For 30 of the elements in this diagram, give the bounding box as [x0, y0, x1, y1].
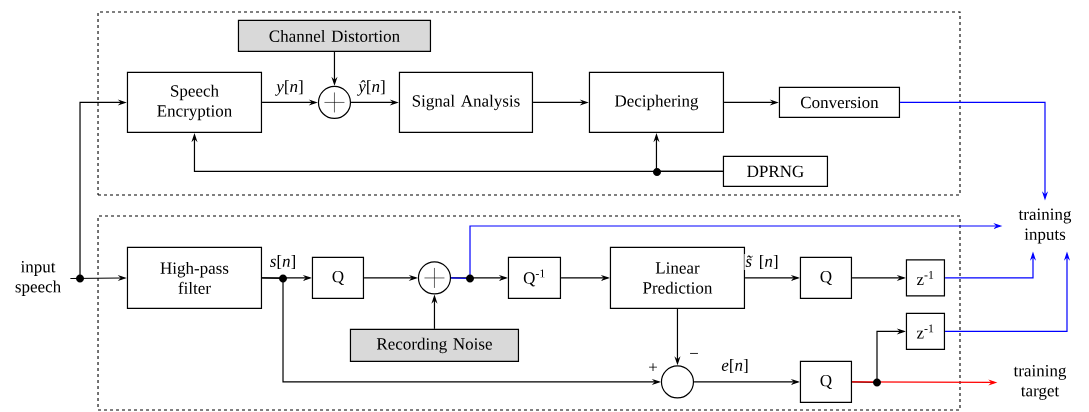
- process-box: z$^{-1}$: [905, 312, 946, 351]
- edge-label: e[n]: [720, 357, 750, 374]
- io-label: training target: [1013, 365, 1067, 400]
- sum-circle: [417, 261, 452, 295]
- difference-circle: [660, 365, 695, 399]
- sum-circle: [317, 85, 352, 120]
- process-box: Q: [799, 360, 853, 404]
- process-box: Linear Prediction: [609, 246, 746, 310]
- io-label: input speech: [15, 261, 61, 296]
- sign-label: +: [649, 363, 657, 372]
- process-box: Q: [799, 256, 853, 300]
- dashed-frame: [97, 215, 961, 411]
- edge-label: ŷ[n]: [356, 79, 387, 97]
- edge-label: y[n]: [274, 79, 305, 97]
- process-box: Q: [311, 256, 365, 300]
- edge-label: s[n]: [268, 253, 298, 271]
- sign-label: −: [690, 352, 698, 354]
- process-box: Conversion: [778, 86, 901, 119]
- process-box: Deciphering: [588, 71, 725, 134]
- source-box: Recording Noise: [349, 328, 520, 363]
- source-box: Channel Distortion: [237, 19, 432, 53]
- process-box: Speech Encryption: [126, 71, 263, 134]
- process-box: Q$^{-1}$: [507, 256, 562, 300]
- edge-label: s̃[n]: [744, 253, 780, 271]
- process-box: Signal Analysis: [398, 71, 534, 134]
- io-label: training inputs: [1018, 208, 1072, 244]
- process-box: DPRNG: [722, 155, 829, 188]
- process-box: High-pass filter: [126, 246, 263, 310]
- process-box: z$^{-1}$: [905, 259, 946, 297]
- dashed-frame: [97, 11, 961, 196]
